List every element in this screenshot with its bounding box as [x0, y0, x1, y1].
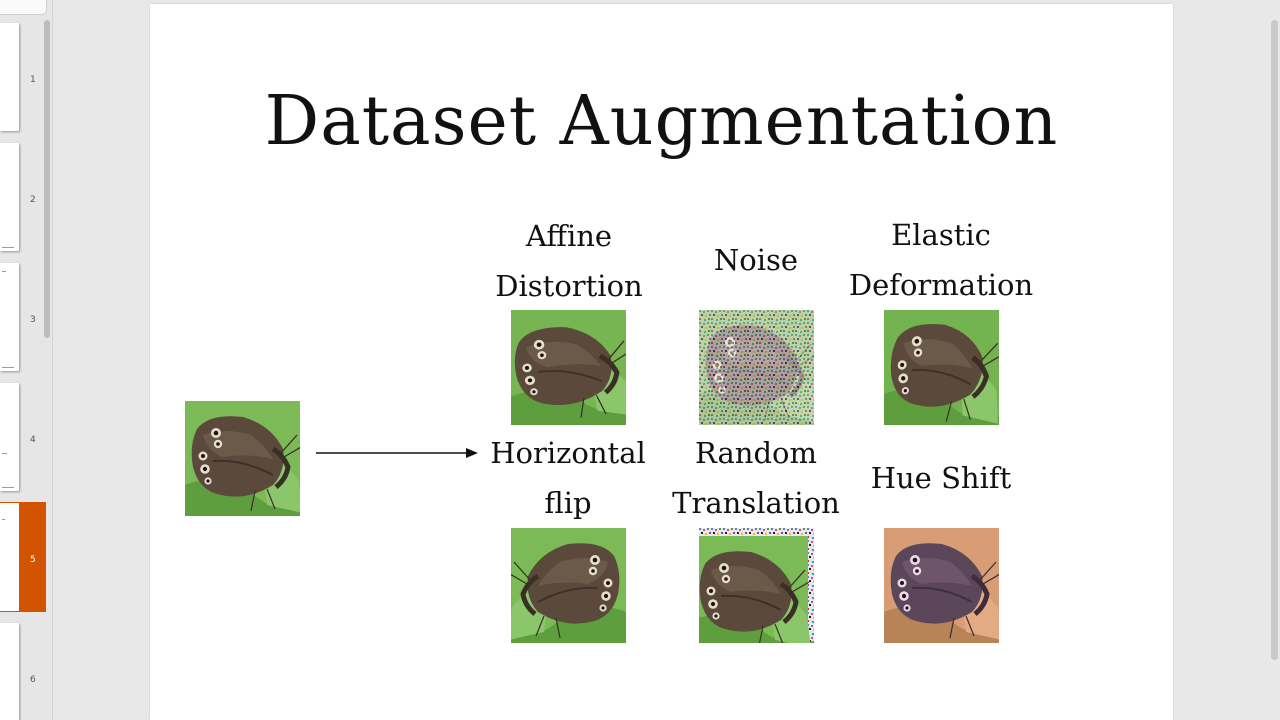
augmentation-label-translation: Random Translation	[672, 436, 840, 520]
slide-number: 5	[30, 555, 36, 565]
slide-thumbnail-6[interactable]: 6	[0, 622, 46, 720]
slide-preview	[0, 623, 19, 720]
augmentation-label-affine: Affine Distortion	[495, 219, 643, 303]
slide-number: 3	[30, 315, 36, 325]
slide-preview	[0, 383, 19, 491]
slide-thumbnail-4[interactable]: 4	[0, 382, 46, 492]
right-arrow-icon	[316, 448, 478, 458]
slide-preview	[0, 503, 19, 611]
slide-preview	[0, 143, 19, 251]
augmentation-label-noise: Noise	[713, 243, 799, 277]
augmentation-label-flip: Horizontal flip	[490, 436, 646, 520]
butterfly-affine-image	[511, 310, 626, 425]
slide-preview	[0, 23, 19, 131]
slide-panel-scrollbar[interactable]	[44, 20, 50, 338]
butterfly-hue-image	[884, 528, 999, 643]
main-scrollbar[interactable]	[1271, 20, 1278, 660]
panel-top-control[interactable]	[0, 0, 47, 15]
butterfly-elastic-image	[884, 310, 999, 425]
slide-thumbnail-2[interactable]: 2	[0, 142, 46, 252]
augmentation-label-elastic: Elastic Deformation	[848, 218, 1034, 302]
augmentation-label-hue: Hue Shift	[870, 461, 1012, 495]
slide-number: 6	[30, 675, 36, 685]
slide-number: 4	[30, 435, 36, 445]
slide-thumbnail-1[interactable]: 1	[0, 22, 46, 132]
slide-number: 2	[30, 195, 36, 205]
butterfly-translation-image	[699, 528, 814, 643]
slide-thumbnail-5[interactable]: 5	[0, 502, 46, 612]
slide-preview	[0, 263, 19, 371]
slide-canvas: Dataset Augmentation Affine Distortion N…	[150, 4, 1173, 720]
slide-panel: 1 2 3 4 5 6	[0, 0, 53, 720]
butterfly-noise-image	[699, 310, 814, 425]
slide-title: Dataset Augmentation	[264, 82, 1059, 161]
butterfly-original-image	[185, 401, 300, 516]
butterfly-flip-image	[511, 528, 626, 643]
slide-thumbnail-3[interactable]: 3	[0, 262, 46, 372]
slide-number: 1	[30, 75, 36, 85]
